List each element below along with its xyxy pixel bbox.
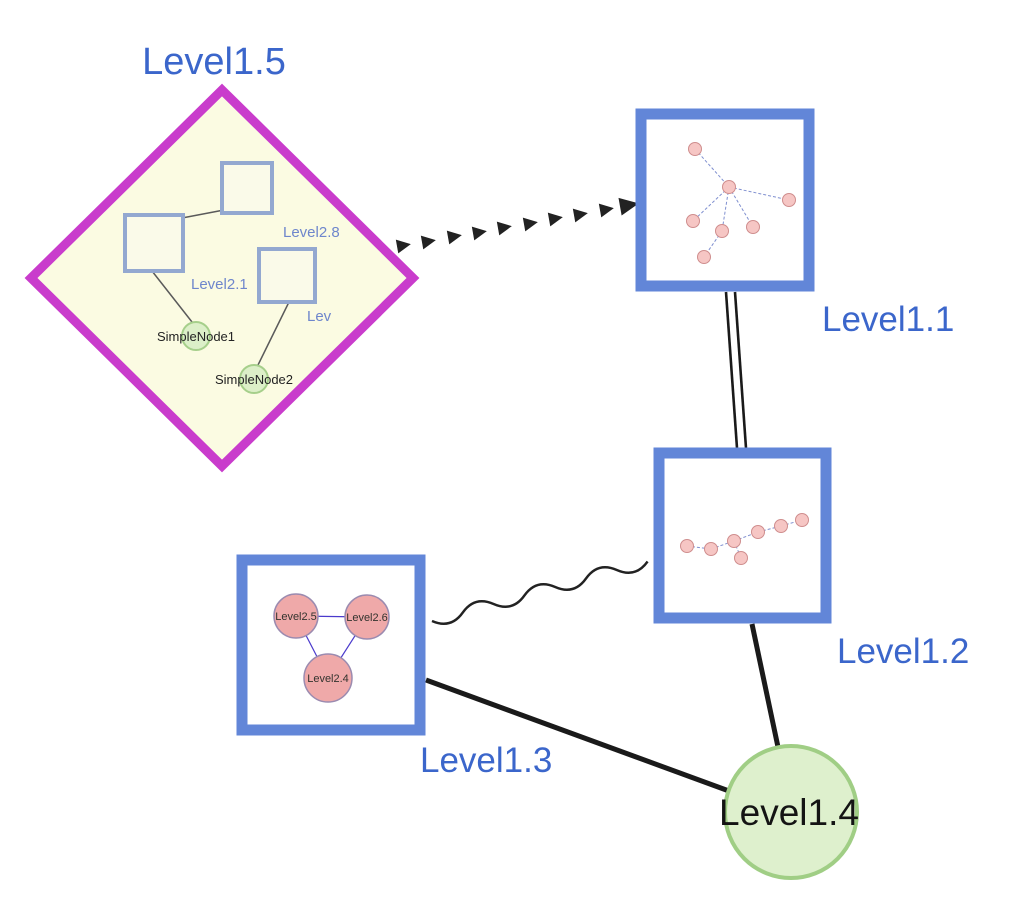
level12-small-node[interactable] — [774, 519, 788, 533]
arrow-dash — [598, 203, 614, 218]
edge-level12-level14[interactable] — [749, 623, 781, 748]
edge-lev-simplenode2[interactable] — [257, 301, 290, 366]
simplenode2-node[interactable] — [239, 364, 269, 394]
level14-label: Level1.4 — [719, 792, 859, 833]
level26-node[interactable] — [344, 594, 390, 640]
double-line-right — [733, 291, 748, 449]
arrow-dash — [395, 239, 411, 254]
arrow-dash — [522, 217, 538, 232]
level11-node[interactable] — [635, 108, 815, 292]
level13-node[interactable] — [236, 554, 426, 736]
cluster-level12: Level1.2 — [653, 447, 969, 671]
edge-level15-level11-dashed-arrow[interactable] — [395, 195, 641, 254]
level15-diamond-node[interactable] — [24, 83, 420, 473]
cluster-level14: Level1.4 — [719, 744, 859, 880]
simplenode1-node[interactable] — [181, 321, 211, 351]
level11-small-node[interactable] — [697, 250, 711, 264]
level11-small-node[interactable] — [782, 193, 796, 207]
level25-label: Level2.5 — [275, 611, 317, 623]
arrow-dash — [420, 235, 436, 250]
level11-inner-edge — [728, 186, 790, 201]
level28-node[interactable] — [220, 161, 274, 215]
edge-level13-level14[interactable] — [425, 677, 730, 794]
level11-inner-edge — [728, 186, 754, 228]
level12-small-node[interactable] — [795, 513, 809, 527]
arrow-dash — [547, 212, 563, 227]
simplenode2-label: SimpleNode2 — [215, 372, 293, 387]
level21-node[interactable] — [123, 213, 185, 273]
level12-small-node[interactable] — [751, 525, 765, 539]
level12-inner-edge — [757, 525, 782, 533]
level11-small-node[interactable] — [746, 220, 760, 234]
arrow-dash — [446, 230, 462, 245]
level11-small-node[interactable] — [722, 180, 736, 194]
edge-level21-simplenode1[interactable] — [151, 270, 193, 323]
edge-level11-level12-double-line[interactable] — [724, 291, 748, 449]
level14-node[interactable] — [723, 744, 859, 880]
level28-label: Level2.8 — [283, 224, 340, 241]
lev-label: Lev — [307, 308, 332, 325]
level15-label: Level1.5 — [142, 41, 286, 83]
level25-node[interactable] — [273, 593, 319, 639]
level12-node[interactable] — [653, 447, 832, 624]
level12-small-node[interactable] — [680, 539, 694, 553]
edge-level13-level12-wavy[interactable] — [431, 560, 649, 625]
arrow-dash — [572, 208, 588, 223]
level12-label: Level1.2 — [837, 632, 969, 671]
level21-label: Level2.1 — [191, 276, 248, 293]
level11-inner-edge — [721, 186, 730, 232]
level11-inner-edge — [694, 148, 730, 188]
level11-small-node[interactable] — [715, 224, 729, 238]
lev-node[interactable] — [257, 247, 317, 304]
edge-level28-level21[interactable] — [181, 209, 225, 219]
level12-small-node[interactable] — [734, 551, 748, 565]
cluster-level13: Level1.3 Level2.5 Level2.6 Level2.4 — [236, 554, 552, 780]
simplenode1-label: SimpleNode1 — [157, 329, 235, 344]
cluster-level15: Level1.5 Level2.8 Level2.1 Lev SimpleNod… — [24, 41, 420, 473]
arrow-dash — [496, 221, 512, 236]
level26-label: Level2.6 — [346, 612, 388, 624]
double-line-left — [724, 291, 739, 449]
level13-label: Level1.3 — [420, 741, 552, 780]
arrow-head — [618, 197, 639, 216]
level11-small-node[interactable] — [688, 142, 702, 156]
level11-inner-edge — [692, 186, 730, 222]
level24-node[interactable] — [303, 653, 353, 703]
level12-small-node[interactable] — [727, 534, 741, 548]
level12-small-node[interactable] — [704, 542, 718, 556]
level11-small-node[interactable] — [686, 214, 700, 228]
level12-inner-edge — [780, 519, 803, 527]
level11-label: Level1.1 — [822, 300, 954, 339]
level24-label: Level2.4 — [307, 673, 349, 685]
cluster-level11: Level1.1 — [635, 108, 954, 339]
arrow-dash — [471, 226, 487, 241]
